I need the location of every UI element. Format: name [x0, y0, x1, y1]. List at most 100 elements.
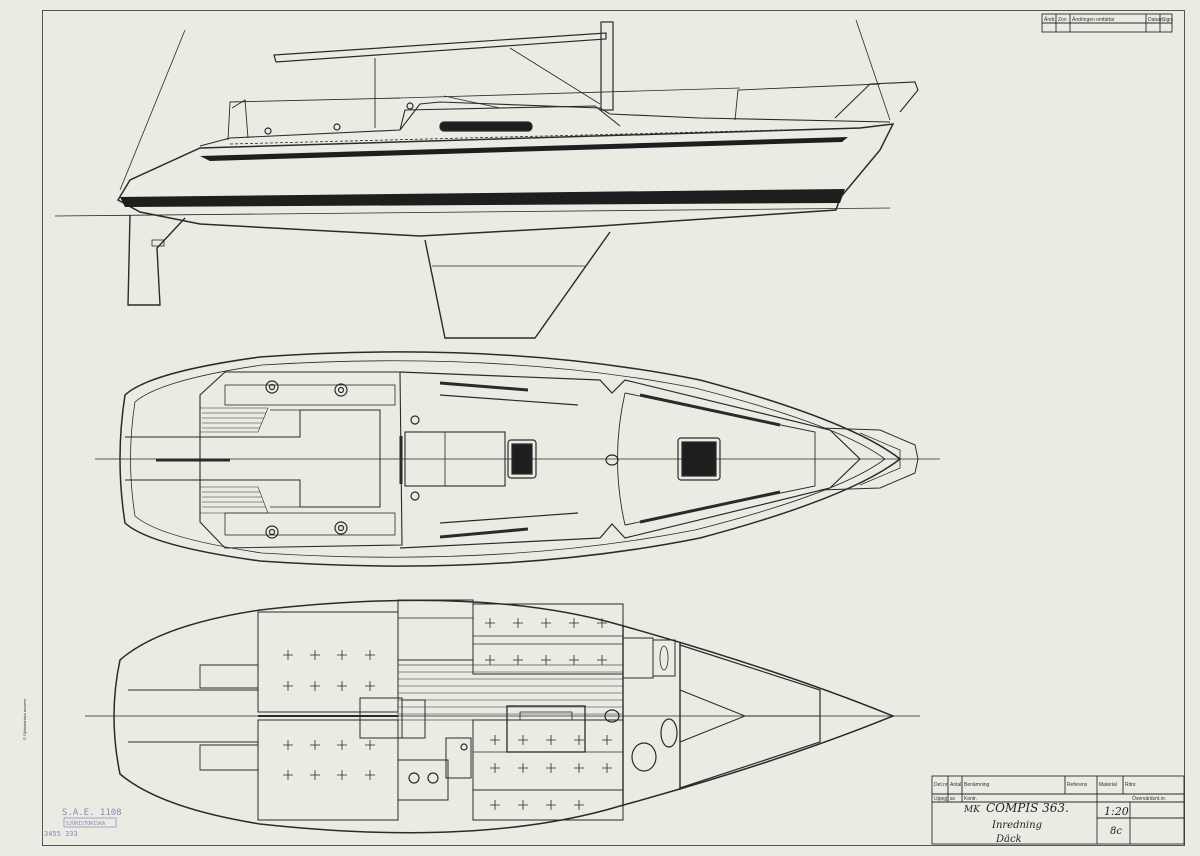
- saloon-table: [506, 705, 586, 753]
- cushion-marker: [310, 770, 320, 780]
- tb-sheet-number: 8c: [1110, 826, 1122, 837]
- cushion-marker: [597, 655, 607, 665]
- mast-step: [604, 709, 620, 723]
- cushion-marker: [485, 655, 495, 665]
- cushion-marker: [310, 650, 320, 660]
- cushion-marker: [513, 655, 523, 665]
- cushion-marker: [574, 800, 584, 810]
- side-profile-view: [54, 19, 919, 339]
- winch-icon: [264, 127, 272, 135]
- cushion-marker: [546, 735, 556, 745]
- quarter-locker: [397, 599, 474, 661]
- rev-col-date: Datum: [1148, 17, 1163, 23]
- archive-stamp: S.A.E. 1108 SJÖHISTORISKA 3455 333: [44, 808, 122, 838]
- cushion-marker: [546, 763, 556, 773]
- galley-sink: [445, 737, 472, 779]
- title-block: Det.nr Antal Benämning Referens Material…: [934, 782, 1166, 802]
- deck-outline: [119, 351, 902, 567]
- lifelines: [734, 83, 881, 121]
- cushion-marker: [546, 800, 556, 810]
- galley-stove: [397, 759, 449, 801]
- cushion-marker: [337, 681, 347, 691]
- cushion-marker: [541, 655, 551, 665]
- toilet: [631, 742, 657, 772]
- cushion-marker: [310, 681, 320, 691]
- cushion-marker: [513, 618, 523, 628]
- bow-pulpit: [834, 81, 919, 119]
- cushion-marker: [574, 763, 584, 773]
- tb-drawn-by: Uppgj. av: [934, 796, 956, 802]
- cushion-marker: [569, 655, 579, 665]
- cushion-marker: [490, 763, 500, 773]
- cushion-marker: [365, 740, 375, 750]
- mast: [600, 21, 614, 111]
- cushion-marker: [337, 770, 347, 780]
- cabin-roof: [399, 371, 861, 549]
- cushion-marker: [283, 770, 293, 780]
- aft-berth-port: [257, 611, 399, 713]
- boom: [273, 32, 607, 63]
- cushion-markers: [283, 618, 612, 810]
- revision-table-lines: [1041, 13, 1173, 33]
- cushion-marker: [490, 800, 500, 810]
- tb-drawing-no: Ritnr.: [1125, 782, 1137, 788]
- cushion-marker: [569, 618, 579, 628]
- interior-plan-view: [85, 599, 920, 834]
- stamp-line-3: 3455 333: [44, 830, 78, 838]
- cushion-marker: [283, 740, 293, 750]
- companion-steps: [359, 697, 403, 739]
- side-copyright-text: © Sjöhistoriska museet: [22, 698, 27, 740]
- deck-line: [199, 101, 891, 147]
- cockpit-grating: [199, 407, 269, 514]
- cushion-marker: [518, 735, 528, 745]
- cushion-marker: [283, 681, 293, 691]
- winch-icon: [333, 123, 341, 131]
- rudder: [127, 214, 186, 306]
- rev-col-sign: Sign.: [1162, 17, 1173, 23]
- tb-drawing-title: Inredning: [991, 820, 1042, 831]
- stern-pulpit: [227, 97, 401, 141]
- tb-project-name: COMPIS 363.: [986, 801, 1069, 815]
- title-block-lines: [931, 775, 1185, 845]
- cockpit: [199, 371, 403, 549]
- rev-col-change: Ändr.: [1044, 16, 1056, 23]
- cushion-marker: [490, 735, 500, 745]
- cabin-sole: [397, 664, 624, 721]
- companionway-hatch: [404, 431, 506, 487]
- cushion-marker: [337, 650, 347, 660]
- cushion-marker: [602, 763, 612, 773]
- settee-starboard: [472, 719, 624, 791]
- backstay: [119, 29, 186, 191]
- tb-quantity: Antal: [950, 782, 961, 788]
- cushion-marker: [485, 618, 495, 628]
- revision-table: Ändr. Zon Ändringen omfattar Datum Sign.: [1044, 16, 1173, 23]
- cushion-marker: [365, 650, 375, 660]
- cushion-marker: [365, 681, 375, 691]
- cockpit-seat: [125, 409, 381, 508]
- cushion-marker: [337, 740, 347, 750]
- interior-hull-outline: [113, 599, 895, 834]
- deck-plan-view: [95, 351, 940, 567]
- tb-parent-no: Övervärdsnt.nr.: [1132, 795, 1166, 802]
- settee-port: [472, 603, 624, 675]
- hull-stripe-upper: [200, 137, 848, 161]
- handrails: [439, 381, 781, 539]
- keel: [424, 231, 611, 339]
- cushion-marker: [365, 770, 375, 780]
- tb-designation: Benämning: [964, 782, 990, 788]
- rev-col-description: Ändringen omfattar: [1072, 16, 1115, 23]
- tb-drawing-subtitle: Däck: [995, 834, 1022, 845]
- cushion-marker: [597, 618, 607, 628]
- aft-berth-starboard: [257, 719, 399, 821]
- drawing-frame: [42, 10, 1185, 846]
- hull-stripe-main: [120, 189, 845, 207]
- head-basin: [660, 718, 678, 748]
- cushion-marker: [518, 800, 528, 810]
- mast-step: [605, 454, 619, 466]
- deck-winches: [265, 380, 420, 539]
- stamp-line-2: SJÖHISTORISKA: [66, 820, 105, 827]
- tb-reference: Referens: [1067, 782, 1088, 788]
- stamp-line-1: S.A.E. 1108: [62, 808, 122, 818]
